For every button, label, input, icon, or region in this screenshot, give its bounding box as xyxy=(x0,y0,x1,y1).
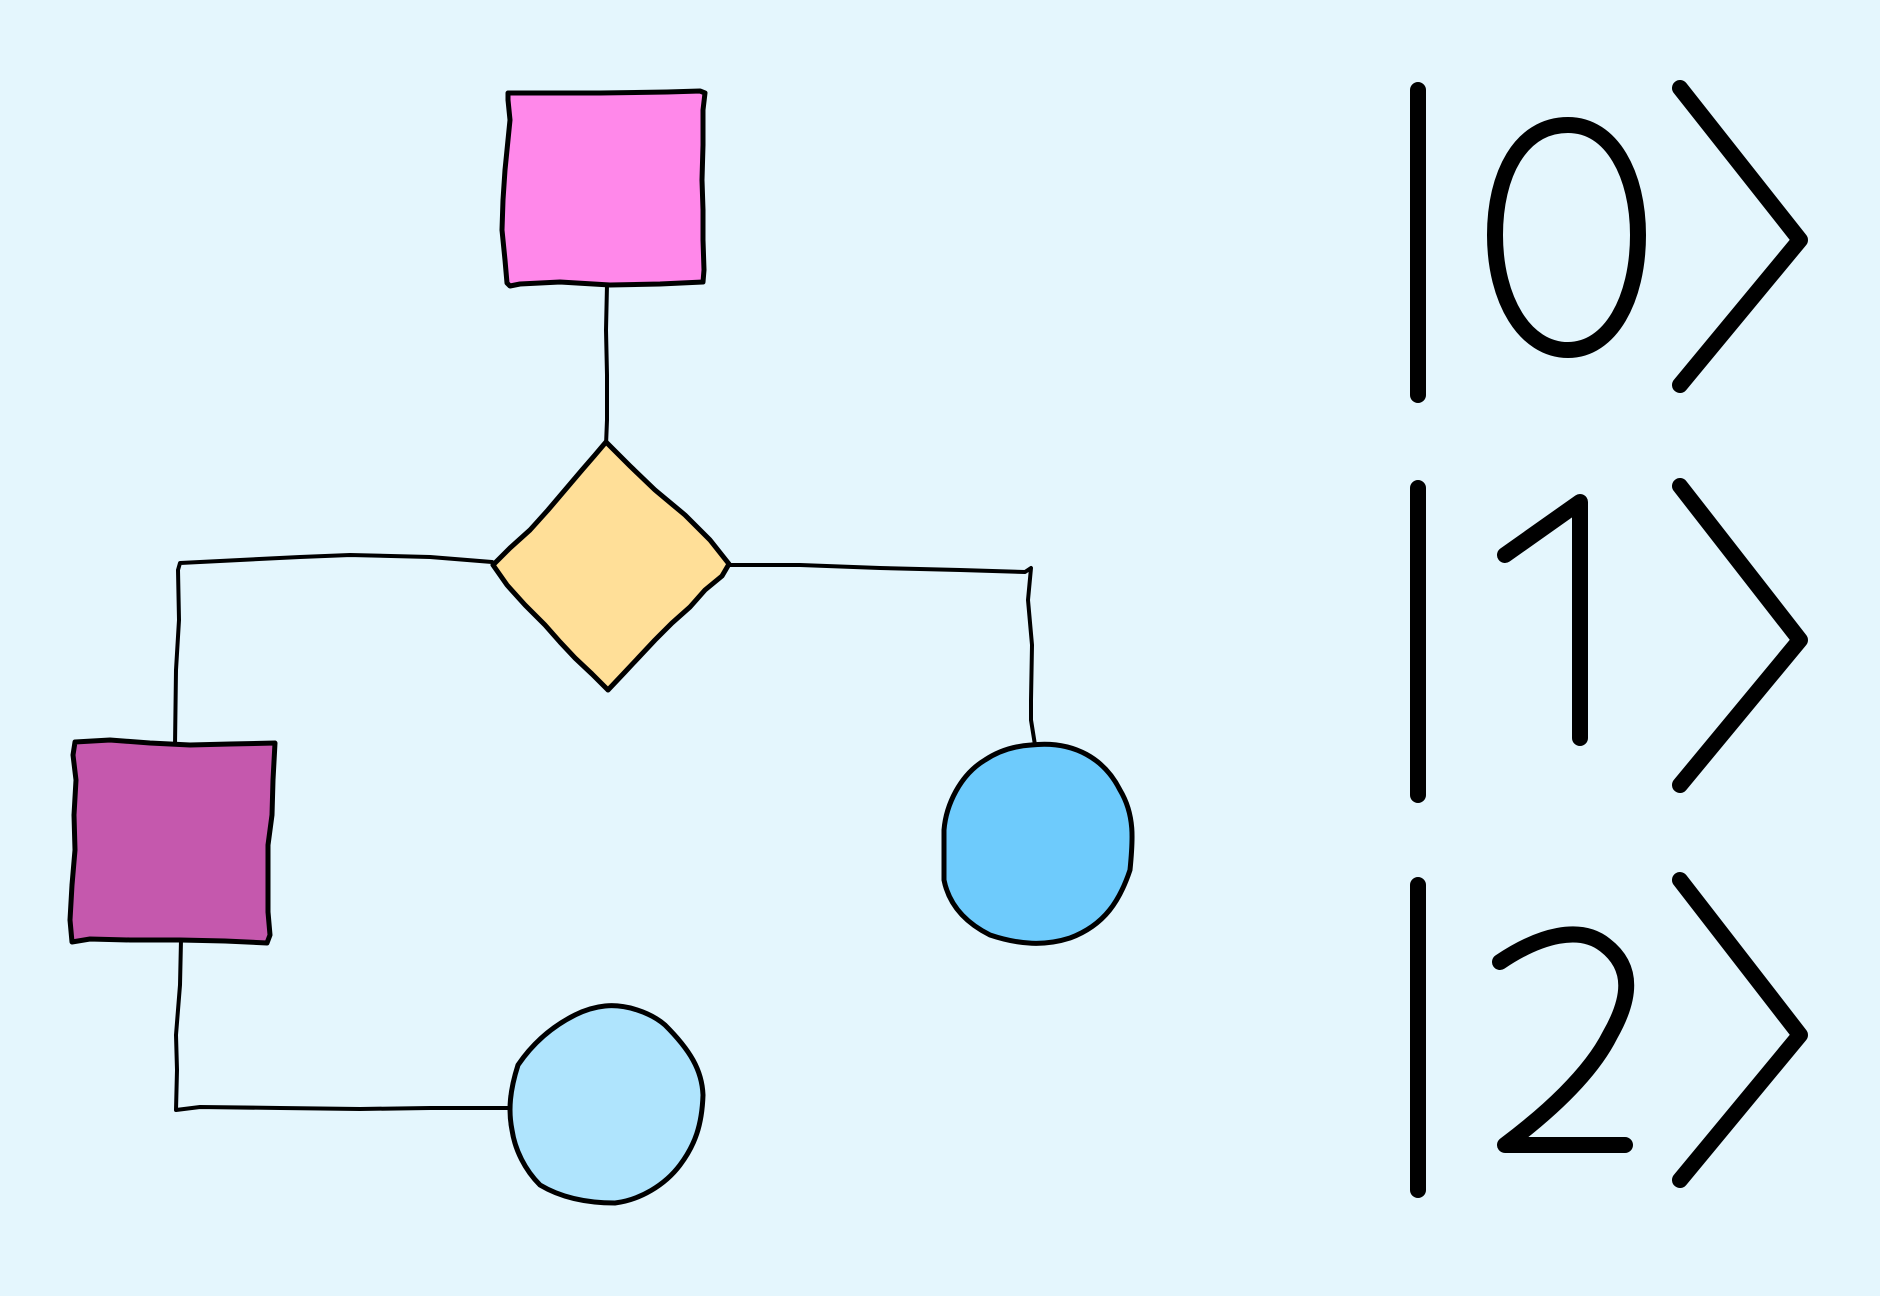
ket-1-digit xyxy=(1497,494,1588,746)
ket-2-angle-bracket xyxy=(1672,872,1808,1188)
ket-1-label xyxy=(1410,478,1808,803)
ket-2-label xyxy=(1410,872,1808,1198)
ket-2-digit xyxy=(1492,926,1635,1153)
circle-node-bottom xyxy=(507,1003,706,1206)
ket-0-label xyxy=(1410,80,1808,403)
graph-nodes xyxy=(67,88,1135,1206)
edge-top-to-diamond xyxy=(604,283,609,447)
ket-labels xyxy=(1410,80,1808,1198)
square-node-left xyxy=(67,737,278,946)
square-node-top xyxy=(499,88,708,289)
diamond-node-center xyxy=(490,439,732,693)
circle-node-right xyxy=(941,741,1135,946)
edge-diamond-to-left-square xyxy=(173,553,494,747)
ket-0-digit xyxy=(1487,117,1646,358)
ket-1-angle-bracket xyxy=(1672,478,1808,793)
edge-diamond-to-right-circle xyxy=(726,563,1037,747)
ket-0-angle-bracket xyxy=(1672,80,1808,393)
edge-lines xyxy=(173,283,1037,1112)
edge-left-square-to-bottom-circle xyxy=(174,938,510,1112)
